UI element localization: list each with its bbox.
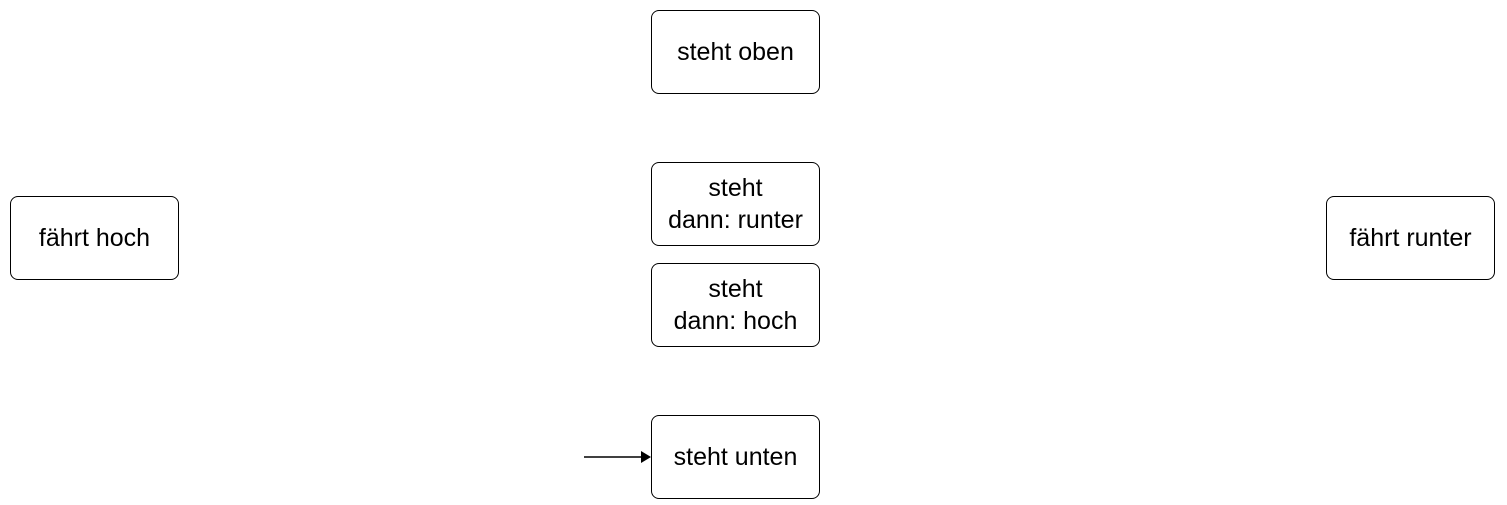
state-label: steht oben bbox=[677, 38, 794, 66]
state-steht-unten[interactable]: steht unten bbox=[651, 415, 820, 499]
state-steht-oben[interactable]: steht oben bbox=[651, 10, 820, 94]
state-label: fährt hoch bbox=[38, 224, 151, 252]
state-faehrt-hoch[interactable]: fährt hoch bbox=[10, 196, 179, 280]
state-faehrt-runter[interactable]: fährt runter bbox=[1326, 196, 1495, 280]
state-label-line-2: dann: runter bbox=[668, 206, 803, 234]
state-label: fährt runter bbox=[1349, 224, 1472, 252]
state-label-line-2: dann: hoch bbox=[673, 307, 798, 335]
state-steht-dann-runter[interactable]: steht dann: runter bbox=[651, 162, 820, 246]
state-label-line-1: steht bbox=[708, 275, 763, 303]
state-label-line-1: steht bbox=[708, 174, 763, 202]
state-label: steht unten bbox=[673, 443, 798, 471]
initial-arrow-head bbox=[641, 451, 651, 463]
state-steht-dann-hoch[interactable]: steht dann: hoch bbox=[651, 263, 820, 347]
